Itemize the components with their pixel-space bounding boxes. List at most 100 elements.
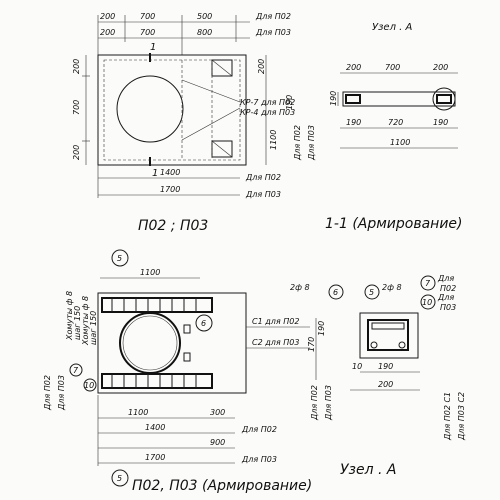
node-total-dim: 1100 [390,138,410,147]
node-bottom-dim-2: 720 [388,118,403,127]
marker-6-label: 6 [201,319,206,328]
section-mark-top: 1 [150,42,156,53]
node-section-body [359,312,419,359]
callout-2-note-2: П03 [440,303,456,312]
bottom-dim-1700: 1700 [160,185,180,194]
marker-5-top-label: 5 [117,254,122,263]
reinf-bottom-cage [101,373,213,389]
node-top-dim-3: 200 [433,63,448,72]
reinf-circle-inner [122,315,178,371]
slab-inner-dashed [103,59,241,161]
node-top-dim-2: 700 [385,63,400,72]
node-right-vert-2: Для П03 С2 [457,392,466,441]
bar-left-label: 2ф 8 [290,283,310,292]
right-note-1: Для П02 [293,125,302,161]
node-stirrup [367,319,409,351]
top-dim-6: 800 [197,28,212,37]
reinf-slab [97,292,247,394]
node-dim-10: 10 [352,362,362,371]
top-dim-4: 200 [100,28,115,37]
left-note-1: Для П02 [43,375,52,411]
callout-1-note-2: П02 [440,284,456,293]
reinf-bottom-note-1400: Для П02 [241,425,277,434]
circle-opening [116,75,184,143]
slab-outline [97,54,247,166]
marker-5-bottom [111,469,129,487]
left-label-3: Хомуты ф 8 [81,296,90,346]
reinf-top-cage [101,297,213,313]
top-note-1: Для П02 [255,12,291,21]
section-1-1-title: 1-1 (Армирование) [325,216,463,232]
reinf-stub-1 [183,324,191,334]
node-a-top-title: Узел . А [372,22,412,33]
right-note-c2: С2 для П03 [252,338,299,347]
reinf-bottom-dim-900: 900 [210,438,225,447]
right-dim-2: 1100 [269,130,278,150]
left-label-1: Хомуты ф 8 [65,291,74,341]
marker-5-node-label: 5 [369,288,374,297]
marker-6 [195,314,213,332]
reinf-top-dim: 1100 [140,268,160,277]
callout-kr4: КР-4 для П03 [240,108,295,117]
beam-right-block [436,94,452,104]
top-dim-3: 500 [197,12,212,21]
marker-10-left-label: 10 [84,381,94,390]
reinf-bottom-dim-300: 300 [210,408,225,417]
left-dim-3: 200 [72,145,81,160]
right-note-c1: С1 для П02 [252,317,299,326]
right-note-vert-2: Для П03 [324,385,333,421]
left-label-2: шаг 150 [73,306,82,340]
cage-ticks [111,298,197,388]
node-circle [432,87,456,111]
block-bottom-right [211,140,233,158]
marker-10-node [420,294,436,310]
right-dim-1: 200 [257,59,266,74]
node-dim-200: 200 [378,380,393,389]
marker-5-top [111,249,129,267]
marker-10-left [83,378,97,392]
top-dim-1: 200 [100,12,115,21]
left-note-2: Для П03 [57,375,66,411]
marker-6-node [328,284,344,300]
marker-5-bottom-label: 5 [117,474,122,483]
reinf-stub-2 [183,352,191,362]
bottom-note-1400: Для П02 [245,173,281,182]
node-a-section: Узел . А 200 700 200 190 190 720 190 110… [325,22,463,232]
node-inner-bar [371,322,405,330]
bottom-note-1700: Для П03 [245,190,281,199]
callout-1-note-1: Для [437,274,454,283]
right-note-2: Для П03 [307,125,316,161]
section-mark-bottom: 1 [152,168,158,179]
node-bottom-dim-3: 190 [433,118,448,127]
left-dim-1: 200 [72,59,81,74]
top-plan-title: П02 ; П03 [138,218,208,234]
right-dim-3: 190 [285,95,294,110]
right-dim-170: 170 [307,337,316,352]
marker-7-node-label: 7 [425,279,431,288]
node-bar-1 [370,341,378,349]
node-a-bottom-title: Узел . А [340,462,396,478]
reinf-bottom-dim-1400: 1400 [145,423,165,432]
node-bar-2 [398,341,406,349]
beam-left-block [345,94,361,104]
node-right-vert-1: Для П02 С1 [443,392,452,441]
top-plan: 200 700 500 Для П02 200 700 800 Для П03 … [72,12,316,234]
marker-5-node [364,284,380,300]
marker-7-node [420,275,436,291]
reinf-circle [119,312,181,374]
bottom-dim-1400: 1400 [160,168,180,177]
reinf-bottom-note-1700: Для П03 [241,455,277,464]
node-a-detail: 2ф 8 6 5 2ф 8 7 Для П02 10 Для П03 10 19… [290,274,466,478]
right-dim-190: 190 [317,321,326,336]
marker-10-node-label: 10 [422,298,432,307]
callout-2-note-1: Для [437,293,454,302]
right-note-vert-1: Для П02 [310,385,319,421]
node-dim-190: 190 [378,362,393,371]
reinf-title: П02, П03 (Армирование) [132,478,312,494]
reinf-plan: 5 1100 6 [43,249,333,494]
node-height-dim: 190 [329,91,338,106]
reinf-bottom-dim-1700: 1700 [145,453,165,462]
left-dim-2: 700 [72,100,81,115]
